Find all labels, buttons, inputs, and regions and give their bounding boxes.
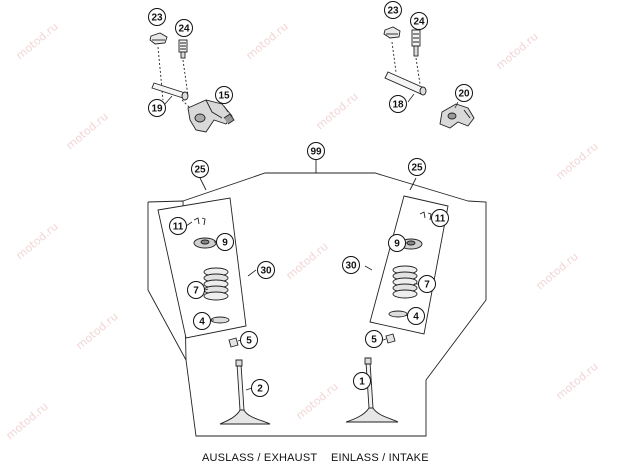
callout-label: 2 [257, 384, 263, 395]
exhaust-caption: AUSLASS / EXHAUST [202, 452, 317, 464]
watermark-text: motod.ru [494, 30, 541, 72]
callout-25-left: 25 [191, 160, 209, 178]
callout-label: 11 [435, 214, 446, 225]
leader-lines [164, 93, 459, 391]
callout-99: 99 [307, 142, 325, 160]
callout-label: 30 [260, 266, 272, 277]
watermark-text: motod.ru [14, 20, 61, 62]
watermark-text: motod.ru [244, 20, 291, 62]
rocker-arm-part [187, 99, 235, 133]
callout-label: 4 [413, 312, 419, 323]
valve-stem-seal-part [385, 333, 396, 344]
callout-label: 23 [151, 13, 163, 24]
callout-7-left: 7 [187, 281, 205, 299]
kit-frame [147, 200, 487, 437]
callout-5-right: 5 [365, 330, 383, 348]
callout-label: 99 [310, 147, 322, 158]
callout-label: 11 [173, 222, 184, 233]
adjuster-screw-part [178, 39, 188, 59]
watermark-text: motod.ru [74, 310, 121, 352]
watermark-text: motod.ru [4, 400, 51, 442]
callout-19: 19 [148, 99, 166, 117]
callout-label: 9 [222, 238, 228, 249]
callout-label: 25 [411, 163, 423, 174]
callout-20: 20 [455, 84, 473, 102]
callout-30-right: 30 [342, 256, 360, 274]
watermark-text: motod.ru [534, 250, 581, 292]
watermark-text: motod.ru [64, 110, 111, 152]
callout-18: 18 [389, 95, 407, 113]
callout-label: 24 [413, 17, 425, 28]
callout-label: 24 [178, 24, 190, 35]
callout-15: 15 [215, 86, 233, 104]
watermark-text: motod.ru [554, 360, 601, 402]
callout-label: 15 [218, 91, 230, 102]
callout-4-right: 4 [407, 307, 425, 325]
callout-24-left: 24 [175, 19, 193, 37]
intake-caption: EINLASS / INTAKE [331, 452, 429, 464]
callout-7-right: 7 [418, 275, 436, 293]
callout-1: 1 [353, 372, 371, 390]
watermark-text: motod.ru [554, 140, 601, 182]
kit-bracket [182, 160, 469, 202]
callout-label: 7 [193, 286, 199, 297]
callouts: 23 24 19 15 23 24 18 20 [148, 1, 473, 397]
valve-stem-seal-part [228, 337, 239, 348]
intake-valve-part [345, 357, 399, 423]
valve-spring [203, 267, 229, 301]
callout-label: 23 [387, 6, 399, 17]
rocker-arm-part [439, 103, 475, 129]
callout-24-right: 24 [410, 12, 428, 30]
callout-25-right: 25 [408, 158, 426, 176]
callout-23-left: 23 [148, 8, 166, 26]
rocker-shaft-part [384, 71, 427, 96]
watermark-text: motod.ru [14, 220, 61, 262]
callout-label: 18 [392, 100, 404, 111]
callout-30-left: 30 [257, 261, 275, 279]
callout-label: 4 [199, 317, 205, 328]
watermark-layer: motod.ru motod.ru motod.ru motod.ru moto… [4, 20, 601, 442]
adjuster-nut-part [383, 26, 401, 39]
exhaust-valve-part [219, 359, 271, 425]
callout-label: 1 [359, 377, 365, 388]
adjuster-screw-part [411, 29, 421, 57]
callout-label: 9 [394, 239, 400, 250]
callout-9-left: 9 [216, 233, 234, 251]
watermark-text: motod.ru [284, 240, 331, 282]
callout-label: 25 [194, 165, 206, 176]
callout-label: 7 [424, 280, 430, 291]
intake-rocker-group [383, 26, 475, 129]
watermark-text: motod.ru [294, 380, 341, 422]
callout-4-left: 4 [193, 312, 211, 330]
valve-spring [392, 265, 418, 299]
callout-11-left: 11 [169, 217, 187, 235]
callout-label: 5 [246, 336, 252, 347]
callout-label: 5 [371, 335, 377, 346]
exhaust-rocker-group [149, 32, 235, 133]
callout-label: 30 [345, 261, 357, 272]
watermark-text: motod.ru [314, 90, 361, 132]
callout-11-right: 11 [431, 209, 449, 227]
callout-5-left: 5 [240, 331, 258, 349]
callout-label: 19 [151, 104, 163, 115]
callout-2: 2 [251, 379, 269, 397]
callout-23-right: 23 [384, 1, 402, 19]
callout-label: 20 [458, 89, 470, 100]
rocker-shaft-part [151, 82, 189, 101]
adjuster-nut-part [149, 32, 168, 45]
callout-9-right: 9 [388, 234, 406, 252]
